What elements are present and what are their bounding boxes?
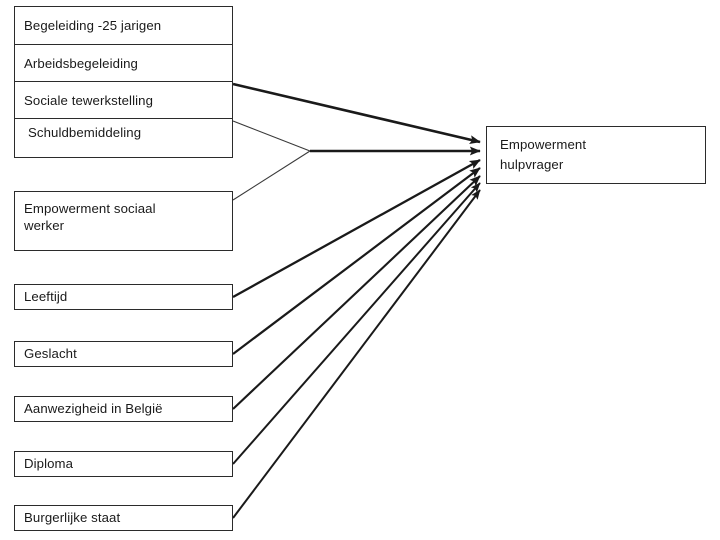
factor-label: Diploma [24,456,74,472]
grouped-factor-row[interactable]: Arbeidsbegeleiding [15,45,232,82]
factor-box-leeftijd[interactable]: Leeftijd [14,284,233,310]
factor-box-aanwezigheid-in-belgie[interactable]: Aanwezigheid in België [14,396,233,422]
factor-label: Empowerment sociaal werker [24,201,156,234]
connector-schuldbemiddeling [232,120,311,152]
factor-box-burgerlijke-staat[interactable]: Burgerlijke staat [14,505,233,531]
factor-box-diploma[interactable]: Diploma [14,451,233,477]
factor-box-empowerment-sociaal-werker[interactable]: Empowerment sociaal werker [14,191,233,251]
grouped-factor-label: Begeleiding -25 jarigen [24,18,162,34]
grouped-factor-label: Schuldbemiddeling [28,125,142,141]
grouped-factor-row[interactable]: Schuldbemiddeling [15,119,232,157]
target-label: Empowerment hulpvrager [500,137,587,172]
grouped-factor-label: Sociale tewerkstelling [24,92,154,108]
target-box-empowerment-hulpvrager[interactable]: Empowerment hulpvrager [486,126,706,184]
factor-label: Leeftijd [24,289,68,305]
connector-sociale-tewerkstelling [232,82,481,145]
grouped-factor-label: Arbeidsbegeleiding [24,55,138,71]
grouped-factors-box: Begeleiding -25 jarigen Arbeidsbegeleidi… [14,6,233,158]
connector-empowerment-sociaal-werker [232,150,311,201]
factor-label: Geslacht [24,346,77,362]
connector-leeftijd [232,158,481,299]
grouped-factor-row[interactable]: Sociale tewerkstelling [15,82,232,120]
connector-geslacht [232,167,481,355]
factor-label: Burgerlijke staat [24,510,121,526]
factor-box-geslacht[interactable]: Geslacht [14,341,233,367]
connector-aanwezigheid-in-belgie [232,175,481,410]
connector-burgerlijke-staat [232,189,481,519]
factor-label: Aanwezigheid in België [24,401,163,417]
grouped-factor-row[interactable]: Begeleiding -25 jarigen [15,7,232,46]
connector-diploma [232,182,481,465]
